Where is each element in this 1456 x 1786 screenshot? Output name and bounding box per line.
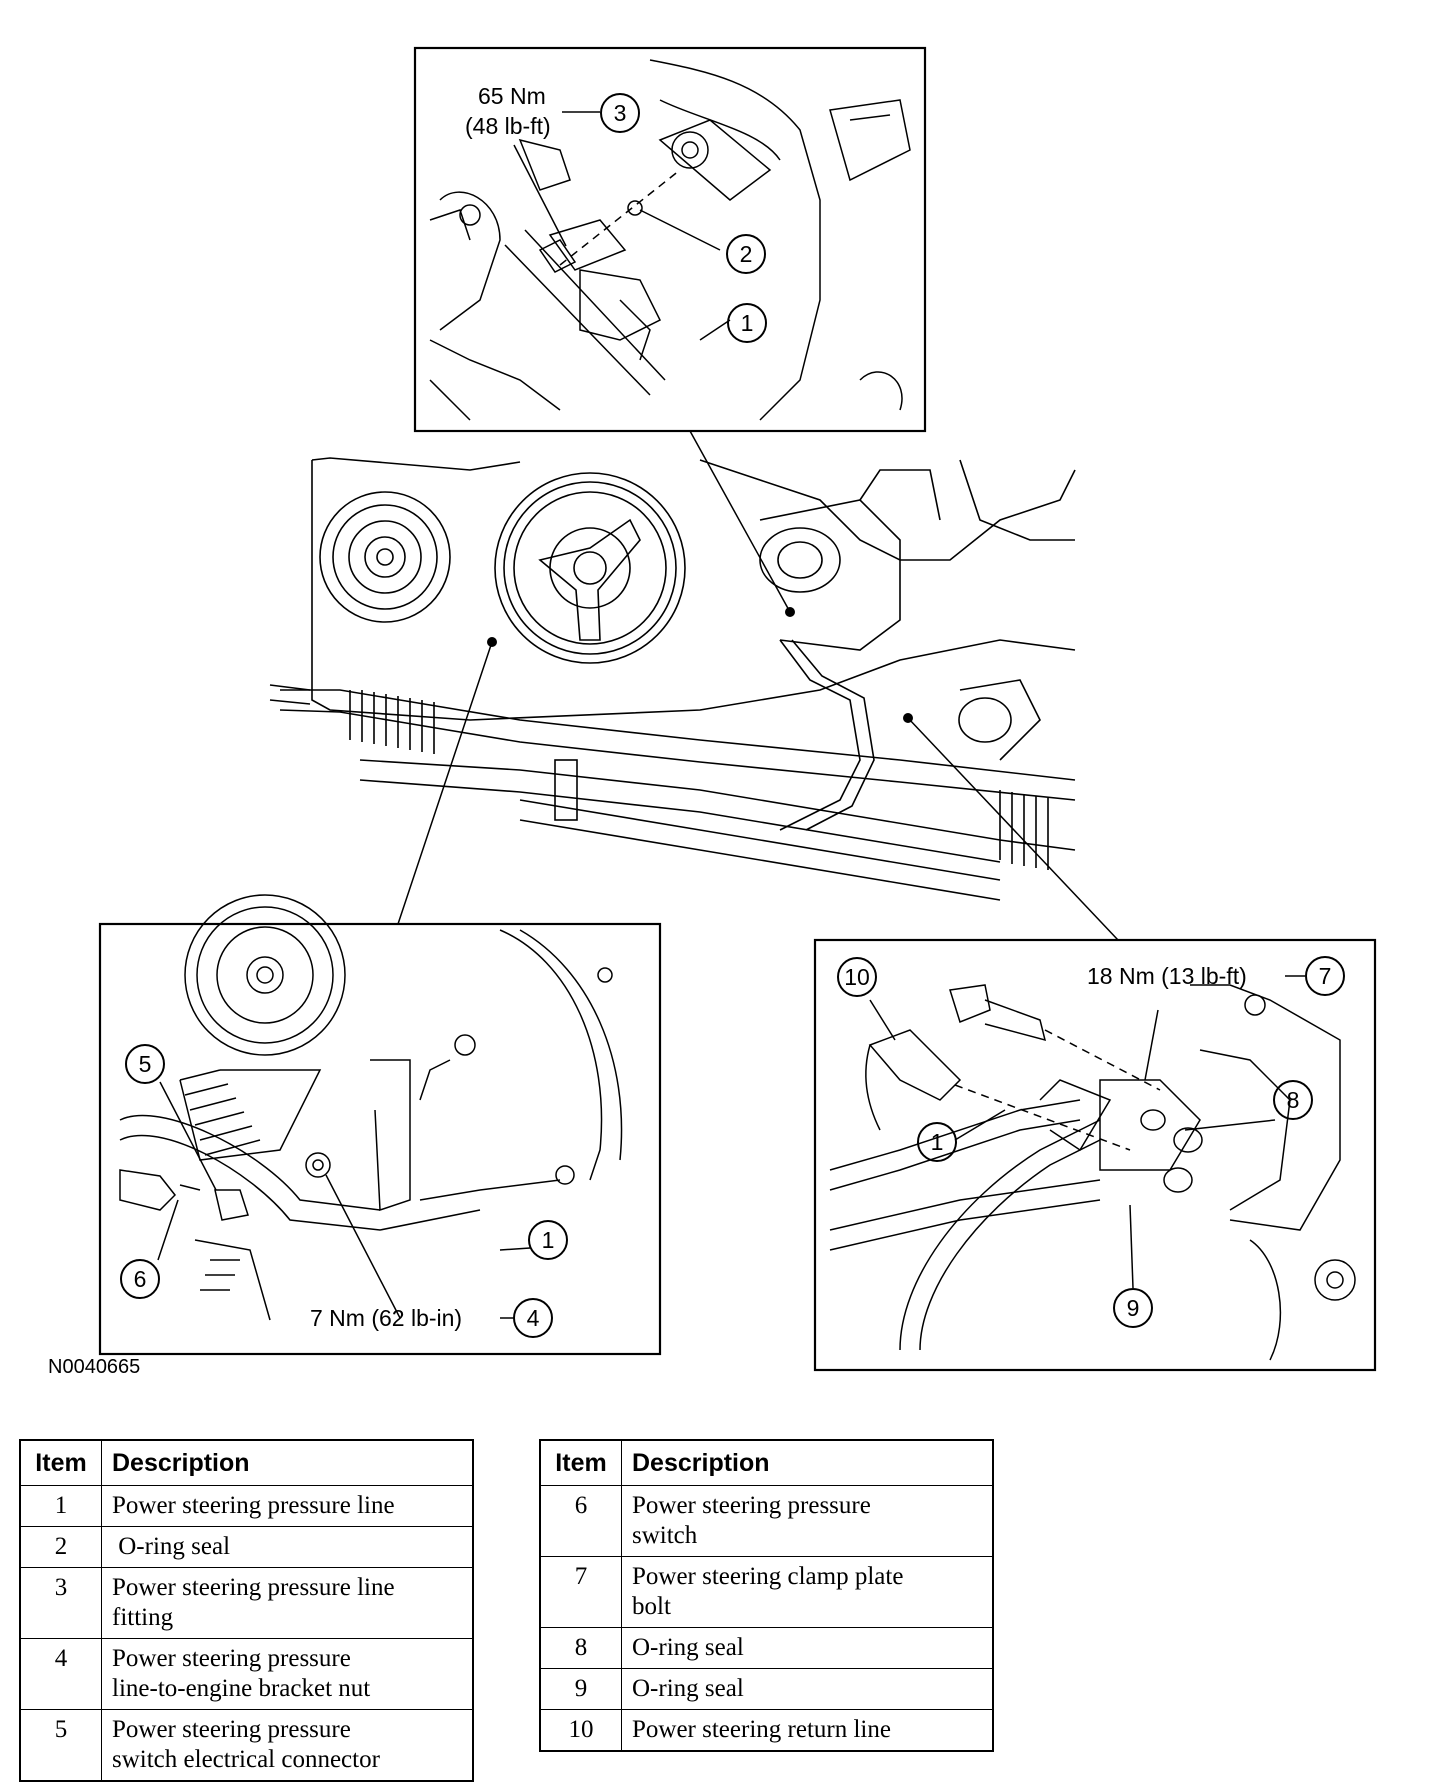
legend-item-description: Power steering pressure switch electrical… [101,1709,474,1782]
callout-1-bottom-right: 1 [931,1129,944,1155]
legend-row: 3 Power steering pressure line fitting [19,1567,474,1639]
legend-item-description: O-ring seal [621,1627,994,1669]
legend-description-line: O-ring seal [632,1634,744,1661]
callout-7: 7 [1319,963,1332,989]
leader-dot-top [785,607,795,617]
figure-id: N0040665 [48,1356,141,1378]
callout-9: 9 [1127,1295,1140,1321]
legend-item-number: 8 [539,1627,622,1669]
callout-1-bottom-left: 1 [542,1227,555,1253]
callout-4: 4 [527,1305,540,1331]
bottom-right-inset [813,938,1377,1372]
leader-dot-bottom-left [487,637,497,647]
torque-bottom-right: 18 Nm (13 lb-ft) [1087,963,1247,989]
legend-row: 5 Power steering pressure switch electrica… [19,1709,474,1782]
legend-description-line: fitting [112,1604,174,1631]
leader-bottom-right-inset [907,717,1119,941]
legend-item-number: 1 [19,1485,102,1527]
legend-item-number: 5 [19,1709,102,1782]
torque-bottom-left: 7 Nm (62 lb-in) [310,1305,462,1331]
leader-top-inset [689,430,791,613]
legend-description-line: switch electrical connector [112,1746,380,1773]
legend-row: 1 Power steering pressure line [19,1485,474,1527]
legend-item-number: 6 [539,1485,622,1557]
legend-item-description: Power steering pressure line [101,1485,474,1527]
legend-item-description: O-ring seal [101,1526,474,1568]
legend-header-item: Item [539,1439,622,1486]
legend-description-line: O-ring seal [112,1533,231,1560]
legend-item-number: 3 [19,1567,102,1639]
legend-description-line: line-to-engine bracket nut [112,1675,371,1702]
legend-header-description: Description [101,1439,474,1486]
legend-item-description: Power steering return line [621,1709,994,1752]
legend-item-number: 2 [19,1526,102,1568]
callout-6: 6 [134,1266,147,1292]
legend-row: 9 O-ring seal [539,1668,994,1710]
legend-item-description: Power steering pressure switch [621,1485,994,1557]
torque-top-lbft: (48 lb-ft) [465,113,551,139]
legend-description-line: O-ring seal [632,1675,744,1702]
bottom-left-inset [98,894,662,1356]
legend-item-description: O-ring seal [621,1668,994,1710]
callout-8: 8 [1287,1087,1300,1113]
legend-header-item: Item [19,1439,102,1486]
callout-10: 10 [844,964,870,990]
legend-description-line: Power steering pressure line [112,1574,395,1601]
legend-description-line: switch [632,1522,698,1549]
legend-item-number: 4 [19,1638,102,1710]
legend-row: 10 Power steering return line [539,1709,994,1752]
leader-bottom-left-inset [397,641,493,925]
legend-description-line: Power steering return line [632,1716,891,1743]
torque-top-nm: 65 Nm [478,83,546,109]
legend-item-description: Power steering pressure line-to-engine br… [101,1638,474,1710]
legend-item-number: 7 [539,1556,622,1628]
legend-description-line: Power steering pressure [632,1492,871,1519]
leader-dot-bottom-right [903,713,913,723]
callout-3: 3 [614,100,627,126]
legend-item-number: 10 [539,1709,622,1752]
legend-description-line: Power steering pressure [112,1716,351,1743]
legend-description-line: Power steering pressure [112,1645,351,1672]
callout-1-top: 1 [741,310,754,336]
legend-header-description: Description [621,1439,994,1486]
legend-item-description: Power steering pressure line fitting [101,1567,474,1639]
legend-row: 8 O-ring seal [539,1627,994,1669]
legend-description-line: bolt [632,1593,671,1620]
callout-2: 2 [740,241,753,267]
legend-item-number: 9 [539,1668,622,1710]
legend-item-description: Power steering clamp plate bolt [621,1556,994,1628]
legend-row: 7 Power steering clamp plate bolt [539,1556,994,1628]
engine-diagram: 65 Nm (48 lb-ft) 3 2 1 5 6 1 4 7 Nm (62 … [98,46,1377,1372]
legend-row: 6 Power steering pressure switch [539,1485,994,1557]
main-engine-view [269,457,1076,901]
legend-row: 4 Power steering pressure line-to-engine b… [19,1638,474,1710]
legend-description-line: Power steering clamp plate [632,1563,904,1590]
callout-5: 5 [139,1051,152,1077]
legend-description-line: Power steering pressure line [112,1492,395,1519]
legend-row: 2 O-ring seal [19,1526,474,1568]
top-inset [413,46,927,433]
